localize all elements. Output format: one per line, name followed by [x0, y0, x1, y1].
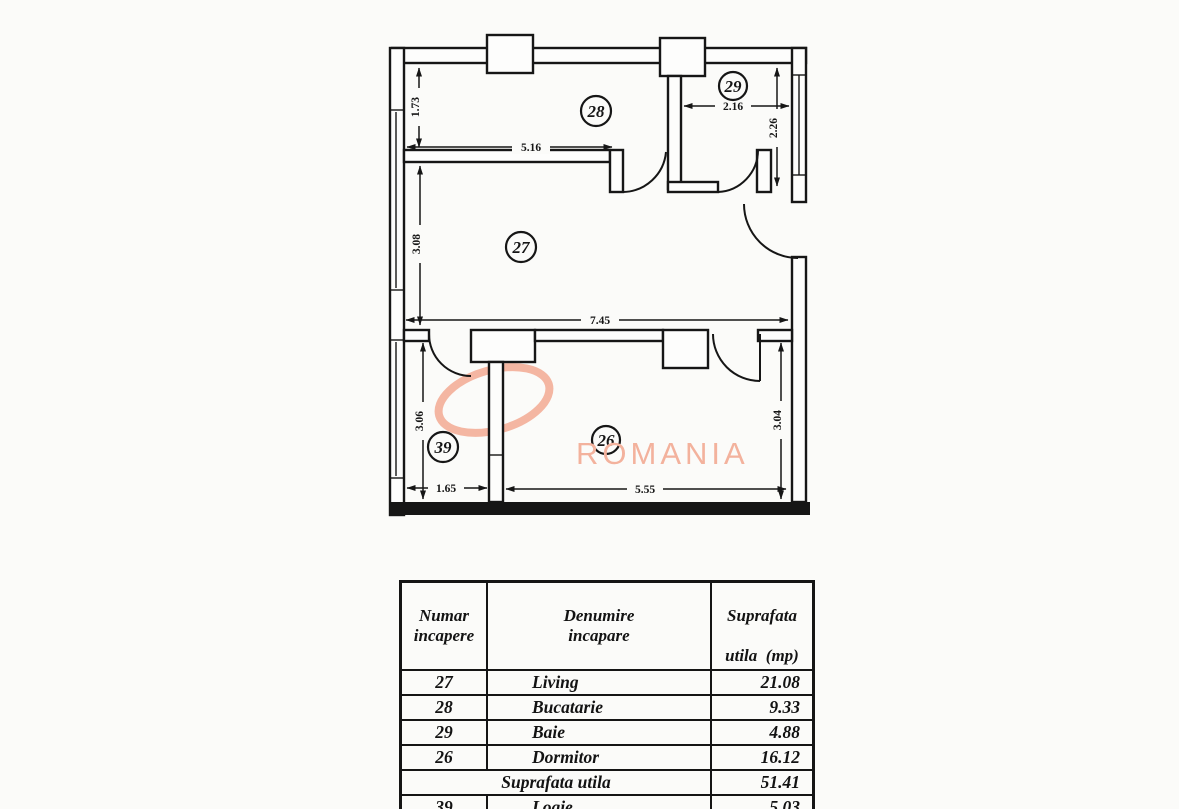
dim-width-26: 5.55: [635, 484, 655, 496]
header-room-name-line2: incapare: [568, 626, 630, 646]
niche-27-26: [661, 328, 710, 370]
chimney-shaft-left: [485, 33, 535, 75]
wall-28-29: [666, 74, 683, 191]
areas-table: Numar incapere Denumire incapare Suprafa…: [399, 579, 815, 809]
header-room-name: Denumire incapare: [486, 580, 712, 672]
door-39-arc: [428, 333, 472, 377]
door-29-arc: [717, 149, 760, 193]
floorplan-drawing: 5.16 2.16 7.45 1.65 5.55 1.73 2.26 3.08 …: [388, 33, 810, 517]
dim-height-28: 1.73: [410, 97, 422, 117]
right-wall-lower: [790, 255, 808, 504]
dim-width-27: 7.45: [590, 315, 610, 327]
entrance-door-arc: [743, 203, 799, 259]
dim-height-29: 2.26: [768, 118, 780, 138]
watermark-text: ROMANIA: [576, 436, 749, 471]
room-name-cell: Logie: [486, 794, 712, 809]
subtotal-label: Suprafata utila: [400, 769, 712, 797]
dim-width-28: 5.16: [521, 142, 541, 154]
interior-walls: [402, 74, 794, 504]
wall-below-27-mid: [533, 328, 665, 343]
wall-below-27-right-stub: [756, 328, 794, 343]
subtotal-value: 51.41: [710, 769, 814, 797]
table-row: 29 Baie 4.88: [400, 719, 814, 747]
dimension-label-backgrounds: [412, 88, 787, 496]
door-26-arc: [712, 333, 761, 382]
wall-below-28: [402, 148, 612, 164]
room-number-cell: 27: [400, 669, 488, 697]
header-area: Suprafata utila (mp): [710, 580, 814, 672]
header-room-number-line1: Numar: [418, 606, 470, 626]
header-room-number: Numar incapere: [400, 580, 488, 672]
dimension-labels: 5.16 2.16 7.45 1.65 5.55 1.73 2.26 3.08 …: [410, 97, 784, 496]
room-area-cell: 9.33: [710, 694, 814, 722]
room-name-cell: Dormitor: [486, 744, 712, 772]
header-area-line2: utila (mp): [725, 646, 799, 666]
room-27-number: 27: [512, 238, 532, 257]
table-row: 27 Living 21.08: [400, 669, 814, 697]
chimney-shaft-right: [658, 36, 707, 78]
room-name-cell: Living: [486, 669, 712, 697]
table-row: 28 Bucatarie 9.33: [400, 694, 814, 722]
wall-39-26: [487, 360, 505, 504]
jamb-below-28: [608, 148, 625, 194]
room-area-cell: 4.88: [710, 719, 814, 747]
door-28-arc: [622, 151, 667, 193]
room-28-number: 28: [587, 102, 606, 121]
room-26-number: 26: [597, 431, 616, 450]
room-area-cell: 16.12: [710, 744, 814, 772]
room-number-cell: 39: [400, 794, 488, 809]
room-number-cell: 29: [400, 719, 488, 747]
room-26-circle: [590, 424, 622, 456]
left-wall: [388, 46, 406, 517]
header-area-line1: Suprafata: [727, 606, 797, 626]
bottom-wall: [390, 502, 810, 515]
pillar-27-26: [469, 328, 537, 364]
top-wall: [390, 46, 808, 65]
room-number-cell: 28: [400, 694, 488, 722]
dim-width-29: 2.16: [723, 101, 743, 113]
table-row: 26 Dormitor 16.12: [400, 744, 814, 772]
room-39-circle: [426, 430, 460, 464]
dim-width-39: 1.65: [436, 483, 456, 495]
exterior-walls: [388, 33, 808, 517]
room-area-cell: 21.08: [710, 669, 814, 697]
subtotal-row: Suprafata utila 51.41: [400, 769, 814, 797]
header-room-number-line2: incapere: [413, 626, 475, 646]
room-area-cell: 5.03: [710, 794, 814, 809]
room-29-number: 29: [724, 77, 743, 96]
table-header-row: Numar incapere Denumire incapare Suprafa…: [400, 580, 814, 672]
room-labels: 28 29 27 26 39: [426, 70, 749, 464]
room-29-circle: [717, 70, 749, 102]
dim-height-39: 3.06: [414, 411, 426, 431]
table-row: 39 Logie 5.03: [400, 794, 814, 809]
dim-height-27: 3.08: [411, 234, 423, 254]
windows: [389, 74, 806, 479]
wall-below-29: [666, 180, 720, 194]
doors: [428, 149, 799, 382]
room-28-circle: [579, 94, 613, 128]
wall-below-27-left-stub: [402, 328, 431, 343]
header-room-name-line1: Denumire: [563, 606, 635, 626]
room-name-cell: Bucatarie: [486, 694, 712, 722]
jamb-below-29: [755, 148, 773, 194]
room-name-cell: Baie: [486, 719, 712, 747]
room-27-circle: [504, 230, 538, 264]
room-number-cell: 26: [400, 744, 488, 772]
dim-height-26: 3.04: [772, 410, 784, 430]
room-39-number: 39: [434, 438, 453, 457]
